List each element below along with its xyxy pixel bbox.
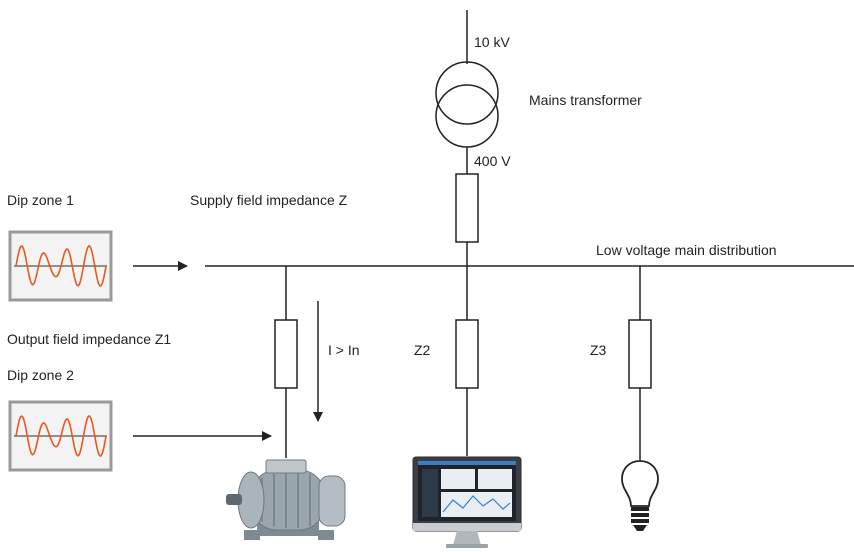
output-impedance-z1-resistor [275, 320, 297, 388]
impedance-z2-resistor [456, 320, 478, 388]
waveform-scope-icon [10, 402, 111, 470]
z2-label: Z2 [414, 342, 430, 358]
dip-zone-2-label: Dip zone 2 [7, 367, 74, 383]
waveform-scope-icon [10, 232, 111, 300]
computer-monitor-icon [413, 457, 521, 548]
impedance-z3-resistor [629, 320, 651, 388]
transformer-label: Mains transformer [529, 92, 642, 108]
transformer-symbol [436, 62, 498, 147]
supply-impedance-resistor [456, 174, 478, 242]
overcurrent-label: I > In [328, 342, 360, 358]
electric-motor-icon [226, 460, 345, 540]
lv-voltage-label: 400 V [474, 153, 511, 169]
supply-impedance-label: Supply field impedance Z [190, 192, 347, 208]
light-bulb-icon [622, 461, 658, 531]
z3-label: Z3 [590, 342, 606, 358]
dip-zone-1-label: Dip zone 1 [7, 192, 74, 208]
output-impedance-label: Output field impedance Z1 [7, 331, 171, 347]
hv-voltage-label: 10 kV [474, 34, 510, 50]
main-distribution-label: Low voltage main distribution [596, 242, 777, 258]
